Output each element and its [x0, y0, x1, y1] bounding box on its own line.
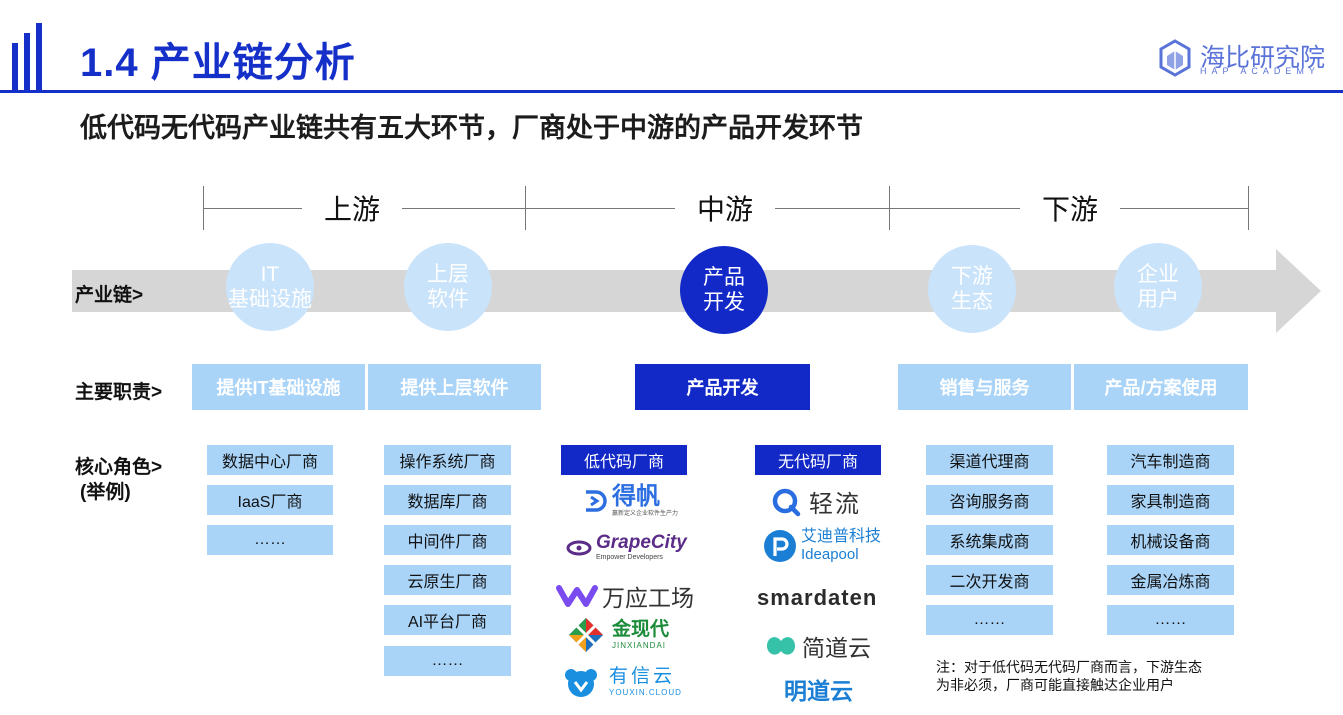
stage-tick [203, 186, 204, 230]
qingliu-icon [772, 488, 801, 516]
stage-upstream: 上游 [302, 188, 403, 228]
grapecity-icon [566, 540, 592, 555]
chain-node-line1: 企业 [1137, 263, 1179, 286]
vendor-tagline: Empower Developers [596, 554, 663, 561]
role-item: AI平台厂商 [384, 605, 511, 635]
row-label-duty: 主要职责> [75, 382, 163, 403]
role-item: …… [926, 605, 1053, 635]
row-label-roles-sub: (举例) [80, 482, 131, 503]
page-subtitle: 低代码无代码产业链共有五大环节，厂商处于中游的产品开发环节 [80, 113, 863, 143]
chain-node-line2: 用户 [1137, 288, 1179, 311]
chain-node-product-dev: 产品 开发 [680, 246, 768, 334]
vendor-name: 有信云 [609, 666, 676, 687]
vendor-name: 金现代 [612, 619, 670, 640]
wanying-icon [556, 585, 598, 607]
jinxiandai-icon [569, 618, 603, 652]
vendor-name: 得帆 [612, 483, 660, 510]
vendor-logo-youxin: 有信云 YOUXIN.CLOUD [561, 666, 682, 698]
chain-node-line1: IT [260, 263, 280, 286]
role-item: …… [384, 646, 511, 676]
stage-downstream: 下游 [1020, 188, 1121, 228]
role-item: 中间件厂商 [384, 525, 511, 555]
lowcode-header: 低代码厂商 [561, 445, 687, 475]
role-item: 金属冶炼商 [1107, 565, 1234, 595]
chain-node-line1: 产品 [703, 266, 745, 289]
ideapool-icon [764, 529, 796, 562]
row-label-chain: 产业链> [75, 285, 144, 306]
jiandaoyun-icon [767, 637, 795, 655]
footnote: 注：对于低代码无代码厂商而言，下游生态 为非必须，厂商可能直接触达企业用户 [936, 658, 1202, 694]
stage-tick [525, 186, 526, 230]
vendor-name: 万应工场 [602, 585, 694, 611]
stage-tick [889, 186, 890, 230]
role-item: …… [1107, 605, 1234, 635]
chain-node-line1: 下游 [951, 265, 993, 288]
vendor-logo-grapecity: GrapeCity Empower Developers [566, 533, 687, 562]
vendor-tagline: 赢新定义企业软件生产力 [612, 511, 679, 517]
vendor-tagline: YOUXIN.CLOUD [609, 688, 682, 697]
role-item: 家具制造商 [1107, 485, 1234, 515]
vendor-name: GrapeCity [596, 532, 687, 553]
header-bar-2 [24, 33, 30, 93]
vendor-name: 艾迪普科技 [801, 528, 882, 545]
role-item: …… [207, 525, 333, 555]
youxin-icon [565, 669, 597, 697]
duty-sales: 销售与服务 [898, 364, 1071, 410]
vendor-logo-mingdaoyun: 明道云 [784, 678, 853, 704]
chain-node-line2: 基础设施 [228, 288, 312, 311]
chain-node-ecosystem: 下游 生态 [928, 245, 1016, 333]
stage-tick [1248, 186, 1249, 230]
logo-subtitle: HAP ACADEMY [1200, 66, 1320, 76]
header-bar-1 [12, 43, 18, 93]
vendor-logo-wanying: 万应工场 [556, 579, 694, 613]
role-item: 操作系统厂商 [384, 445, 511, 475]
header-bar-3 [36, 23, 42, 93]
vendor-logo-smardaten: smardaten [757, 585, 878, 610]
chain-node-line2: 软件 [427, 288, 469, 311]
chain-node-line2: 生态 [951, 290, 993, 313]
role-item: 渠道代理商 [926, 445, 1053, 475]
chain-arrow-head [1276, 249, 1321, 333]
chain-node-line1: 上层 [427, 263, 469, 286]
role-item: 数据中心厂商 [207, 445, 333, 475]
vendor-name: 轻流 [809, 491, 861, 518]
duty-product-dev: 产品开发 [635, 364, 810, 410]
footnote-line-2: 为非必须，厂商可能直接触达企业用户 [936, 677, 1174, 693]
role-item: IaaS厂商 [207, 485, 333, 515]
defan-icon [586, 490, 607, 512]
vendor-tagline: JINXIANDAI [612, 641, 667, 650]
duty-it-infra: 提供IT基础设施 [192, 364, 365, 410]
vendor-logo-jiandaoyun: 简道云 [764, 629, 871, 663]
vendor-logo-defan: 得帆 赢新定义企业软件生产力 [582, 482, 678, 520]
vendor-logo-ideapool: 艾迪普科技 Ideapool [763, 528, 881, 563]
duty-usage: 产品/方案使用 [1074, 364, 1248, 410]
role-item: 二次开发商 [926, 565, 1053, 595]
role-item: 咨询服务商 [926, 485, 1053, 515]
role-item: 云原生厂商 [384, 565, 511, 595]
vendor-logo-jinxiandai: 金现代 JINXIANDAI [568, 617, 669, 653]
nocode-header: 无代码厂商 [755, 445, 881, 475]
vendor-name: 简道云 [802, 635, 871, 661]
row-label-roles: 核心角色> [75, 457, 163, 478]
role-item: 数据库厂商 [384, 485, 511, 515]
footnote-line-1: 注：对于低代码无代码厂商而言，下游生态 [936, 659, 1202, 675]
chain-node-enterprise-users: 企业 用户 [1114, 243, 1202, 331]
stage-midstream: 中游 [675, 188, 776, 228]
role-item: 汽车制造商 [1107, 445, 1234, 475]
role-item: 机械设备商 [1107, 525, 1234, 555]
page-title: 1.4 产业链分析 [80, 41, 356, 85]
logo-name: 海比研究院 [1200, 43, 1326, 72]
duty-software: 提供上层软件 [368, 364, 541, 410]
role-item: 系统集成商 [926, 525, 1053, 555]
vendor-tagline: Ideapool [801, 546, 859, 563]
hap-cube-icon [1159, 39, 1191, 77]
vendor-logo-qingliu: 轻流 [771, 484, 861, 519]
chain-node-it-infra: IT 基础设施 [226, 243, 314, 331]
chain-node-line2: 开发 [703, 291, 745, 314]
header-divider [0, 90, 1343, 93]
chain-node-software: 上层 软件 [404, 243, 492, 331]
